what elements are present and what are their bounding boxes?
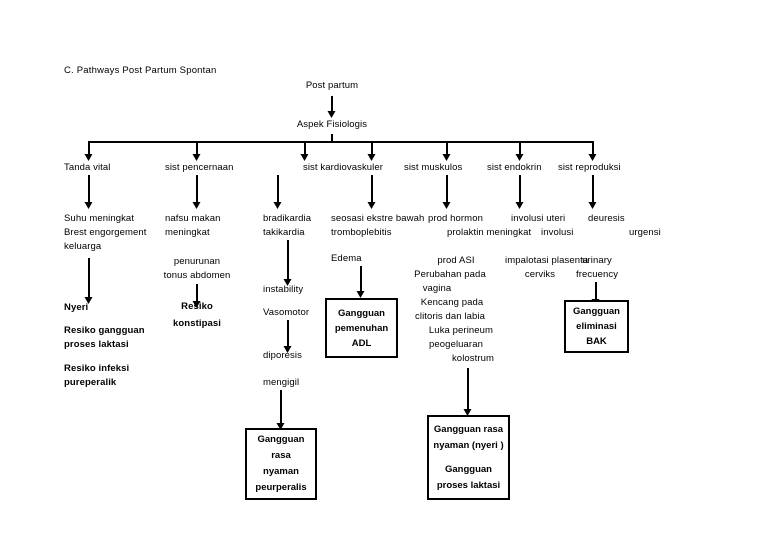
text-luka-perineum: Luka perineum	[428, 325, 494, 336]
text-vagina: vagina	[422, 283, 452, 294]
text-impalotasi-plasenta: impalotasi plasenta	[505, 255, 589, 266]
box-line: Gangguan	[257, 434, 305, 445]
text-mengigil: mengigil	[263, 377, 300, 388]
text-edema: Edema	[331, 253, 362, 264]
text-deuresis: deuresis	[588, 213, 625, 224]
text-nafsu-meningkat: meningkat	[165, 227, 210, 238]
box-line: Gangguan rasa	[433, 423, 504, 435]
text-bradikardia: bradikardia	[263, 213, 312, 224]
text-urinary: urinary	[582, 255, 612, 266]
text-tonus-abdomen: tonus abdomen	[163, 270, 231, 281]
box-gangguan-rasa-nyaman-peurperalis: Gangguan rasa nyaman peurperalis	[245, 428, 317, 500]
text-keluarga: keluarga	[64, 241, 102, 252]
node-aspek-fisiologis: Aspek Fisiologis	[296, 119, 368, 130]
text-involusi-uteri: involusi uteri	[511, 213, 566, 224]
node-sist-reproduksi: sist reproduksi	[558, 162, 621, 173]
text-prod-hormon: prod hormon	[428, 213, 483, 224]
text-nyeri: Nyeri	[64, 302, 89, 313]
text-urgensi: urgensi	[629, 227, 661, 238]
text-cerviks: cerviks	[524, 269, 556, 280]
page-title: C. Pathways Post Partum Spontan	[64, 65, 217, 76]
text-pureperalik: pureperalik	[64, 377, 117, 388]
text-resiko: Resiko	[181, 301, 213, 312]
box-gangguan-rasa-nyaman-nyeri: Gangguan rasa nyaman (nyeri ) Gangguan p…	[427, 415, 510, 500]
text-penurunan: penurunan	[173, 256, 221, 267]
text-kolostrum: kolostrum	[451, 353, 495, 364]
text-diporesis: diporesis	[263, 350, 302, 361]
node-sist-muskulos: sist muskulos	[404, 162, 463, 173]
text-takikardia: takikardia	[263, 227, 305, 238]
text-brest-engorgement: Brest engorgement	[64, 227, 147, 238]
node-sist-kardiovaskuler: sist kardiovaskuler	[303, 162, 384, 173]
text-konstipasi: konstipasi	[173, 318, 221, 329]
text-instability: instability	[263, 284, 304, 295]
text-clitoris-dan-labia: clitoris dan labia	[415, 311, 485, 322]
text-seosasi-ekstre-bawah: seosasi ekstre bawah	[331, 213, 425, 224]
box-line: peurperalis	[255, 482, 307, 493]
box-gangguan-eliminasi-bak: Gangguan eliminasi BAK	[564, 300, 629, 353]
box-line: Gangguan	[573, 306, 620, 317]
node-sist-pencernaan: sist pencernaan	[165, 162, 234, 173]
text-nafsu-makan: nafsu makan	[165, 213, 221, 224]
box-gangguan-pemenuhan-adl: Gangguan pemenuhan ADL	[325, 298, 398, 358]
text-involusi: involusi	[541, 227, 574, 238]
connector-aspek-to-bus	[331, 134, 333, 142]
text-suhu-meningkat: Suhu meningkat	[64, 213, 135, 224]
text-prolaktin-meningkat: prolaktin meningkat	[447, 227, 532, 238]
box-line: ADL	[351, 337, 372, 349]
node-post-partum: Post partum	[305, 80, 359, 91]
text-resiko-infeksi: Resiko infeksi	[64, 363, 130, 374]
box-line: rasa	[271, 450, 291, 461]
box-line: eliminasi	[576, 321, 617, 332]
box-line: proses laktasi	[436, 479, 501, 491]
box-line: Gangguan	[445, 463, 492, 475]
text-tromboplebitis: tromboplebitis	[331, 227, 392, 238]
box-line: BAK	[586, 336, 607, 347]
text-kencang-pada: Kencang pada	[420, 297, 484, 308]
text-frecuency: frecuency	[575, 269, 619, 280]
box-line: nyaman	[263, 466, 299, 477]
text-resiko-gangguan: Resiko gangguan	[64, 325, 145, 336]
text-vasomotor: Vasomotor	[263, 307, 310, 318]
box-line: Gangguan	[338, 307, 385, 319]
text-perubahan-pada: Perubahan pada	[414, 269, 486, 280]
node-sist-endokrin: sist endokrin	[487, 162, 542, 173]
text-prod-asi: prod ASI	[437, 255, 475, 266]
box-line: pemenuhan	[334, 322, 389, 334]
box-line: nyaman (nyeri )	[433, 439, 504, 451]
distribution-bus-line	[88, 141, 594, 143]
node-tanda-vital: Tanda vital	[64, 162, 111, 173]
text-peogeluaran: peogeluaran	[429, 339, 483, 350]
text-proses-laktasi: proses laktasi	[64, 339, 129, 350]
